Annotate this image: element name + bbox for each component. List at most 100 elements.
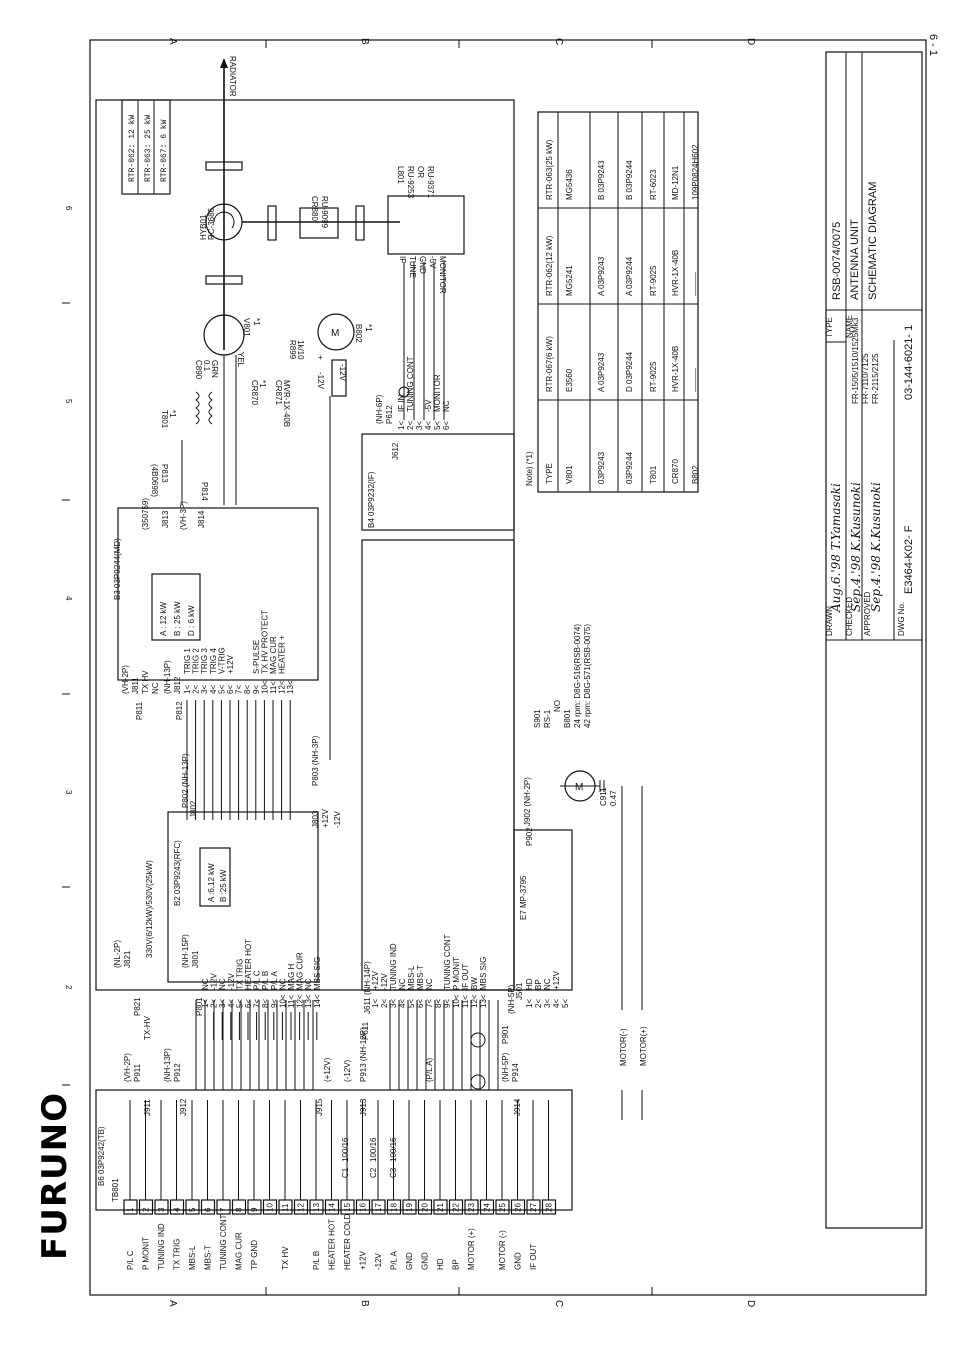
terminal-number: 27 [529, 1203, 538, 1212]
magnetron-label: V801 [242, 318, 251, 337]
j801-signal: P/L B [261, 971, 270, 990]
l801-pin: MONITOR [438, 256, 447, 294]
j801-pin: 9< [270, 999, 279, 1008]
transformer-coil-icon [195, 391, 200, 425]
b2-option: B :25 kW [219, 869, 228, 902]
j801-signal: TX TRIG [235, 959, 244, 990]
terminal-number: 21 [436, 1203, 445, 1212]
j812-pin: 1< [183, 685, 192, 694]
c890-label: GRN [210, 360, 219, 378]
j611-signal: MBS-T [416, 965, 425, 990]
j801-pin: 12< [296, 994, 305, 1008]
j812-label: (NH-13P) [163, 660, 172, 694]
cap-label: C3 [389, 1167, 398, 1178]
terminal-number: 26 [514, 1203, 523, 1212]
j802-label: P802 (NH-13P) [181, 753, 190, 808]
table-cell: RT-6023 [649, 169, 658, 200]
terminal-signal: MBS-T [204, 1245, 213, 1270]
j801-pin: 6< [244, 999, 253, 1008]
title-block: TYPE RSB-0074/0075 NAME ANTENNA UNIT SCH… [825, 51, 923, 1229]
table-header: RTR-063(25 kW) [545, 139, 554, 200]
j912-label: J912 [179, 1098, 188, 1116]
terminal-number: 28 [545, 1203, 554, 1212]
ref-number: 03-144-6021- 1 [903, 325, 915, 400]
table-row-label: T801 [649, 465, 658, 484]
j801-label: P801 [195, 997, 204, 1016]
j501-label: (NH-5P) [507, 984, 516, 1014]
p821-label: (NL-2P) [113, 940, 122, 968]
table-cell: HVR-1X-40B [671, 250, 680, 296]
j501-signal: BP [534, 979, 543, 990]
j812-pin: 2< [192, 685, 201, 694]
row-letter: D [745, 38, 756, 45]
l801-label: OR [416, 166, 425, 178]
terminal-signal: MOTOR (-) [498, 1230, 507, 1270]
table-cell: RT-9025 [649, 265, 658, 296]
terminal-number: 22 [452, 1203, 461, 1212]
board-b3 [117, 507, 319, 681]
b2-option: A :6,12 kW [207, 863, 216, 902]
name-line2: SCHEMATIC DIAGRAM [867, 182, 879, 300]
motor-label: MOTOR(+) [639, 1026, 648, 1066]
c890-label: C890 [194, 360, 203, 380]
checked-label: CHECKED [845, 597, 854, 636]
board-b4 [361, 433, 515, 531]
j812-pin: 10< [260, 680, 269, 694]
p913-label: (-12V) [343, 1059, 352, 1082]
p821-label: P821 [133, 997, 142, 1016]
b2-title: B2 03P9243(RFC) [173, 840, 182, 906]
l801-pin: -5V [428, 256, 437, 269]
cap-label: C2 [369, 1167, 378, 1178]
terminal-number: 15 [343, 1203, 352, 1212]
cr880-label: CR880 [310, 196, 319, 221]
terminal-signal: BP [452, 1259, 461, 1270]
minus12-label: -12V [338, 364, 347, 382]
j501-pin: 2< [534, 999, 543, 1008]
j801-pin: 4< [227, 999, 236, 1008]
r899-label: 1k/10 [296, 340, 305, 360]
circulator-arrow-icon [213, 211, 235, 229]
j801-signal: -12V [227, 972, 236, 990]
terminal-number: 17 [374, 1203, 383, 1212]
j611-pin: 1< [371, 999, 380, 1008]
l801-label: L801 [396, 166, 405, 184]
j801-pin: 10< [278, 994, 287, 1008]
b2-option-box [199, 847, 231, 907]
minus12-label: -12V [316, 372, 325, 390]
j801-signal: NC [218, 978, 227, 990]
row-letters-top: A B C D [167, 38, 756, 45]
r899-label: R899 [288, 340, 297, 360]
j812-label: J812 [173, 676, 182, 694]
row-letter: B [359, 38, 370, 45]
j612-signal: MONITOR [433, 374, 442, 412]
c890-label: 0.1 [202, 360, 211, 372]
j812-pin: 3< [200, 685, 209, 694]
terminal-signal: TP GND [250, 1240, 259, 1270]
j801-label: (NH-15P) [181, 934, 190, 968]
terminal-number: 4 [173, 1207, 182, 1212]
row-letter: A [167, 1300, 178, 1307]
j501-pin: 1< [525, 999, 534, 1008]
j812-pin: 13< [286, 680, 295, 694]
motor-label: MOTOR(-) [619, 1028, 628, 1066]
b4-title: B4 03P9232(IF) [367, 471, 376, 528]
j801-signal: MAG CUR [296, 952, 305, 990]
j813-label: J813 [161, 510, 170, 528]
j612-pin: 1< [397, 421, 406, 430]
j611-pin: 11< [461, 995, 470, 1008]
l801-pin: TUNE [408, 256, 417, 278]
drawn-signature: Aug.6.'98 T.Yamasaki [829, 483, 843, 613]
cr880-label: RU-9099 [320, 196, 329, 229]
j811-signal: TX HV [141, 670, 150, 694]
table-row-label: B802 [691, 465, 700, 484]
terminal-signal: HD [436, 1258, 445, 1270]
cr871-label: CR871 [274, 380, 283, 405]
table-cell: A 03P9244 [625, 256, 634, 296]
b3-title: B3 03P9244(MD) [113, 538, 122, 600]
table-cell: A 03P9243 [597, 256, 606, 296]
j612-signal: -5V [424, 399, 433, 412]
